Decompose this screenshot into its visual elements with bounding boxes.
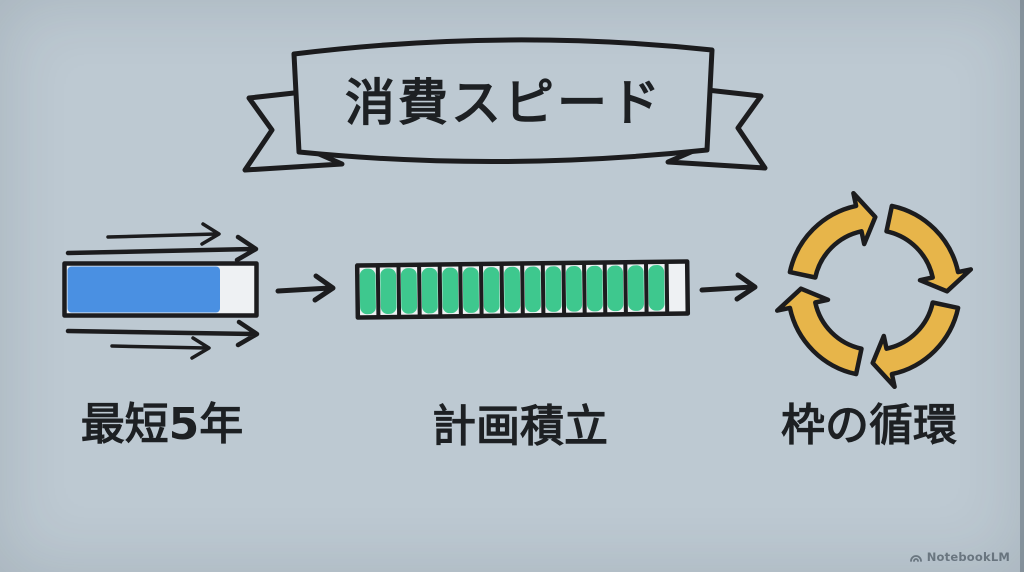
right-arrow-icon — [65, 319, 260, 348]
banner-title: 消費スピード — [345, 74, 663, 132]
step3-label: 枠の循環 — [781, 400, 957, 451]
right-arrow-icon — [110, 336, 211, 360]
flow-arrow-1-icon — [275, 273, 336, 303]
cycle-arrows-icon — [774, 190, 974, 390]
right-arrow-icon — [106, 222, 221, 246]
step2-label: 計画積立 — [432, 401, 608, 452]
cycle-arrow — [774, 286, 864, 377]
progress-bar — [62, 261, 259, 318]
speed-arrows — [65, 222, 260, 360]
cycle-arrow — [787, 190, 878, 280]
step1-label: 最短5年 — [80, 399, 244, 450]
progress-bar-fill — [67, 266, 220, 313]
segmented-bar-cells — [359, 260, 670, 319]
title-banner-ribbon — [242, 37, 768, 173]
right-arrow-icon — [65, 234, 259, 263]
ribbon-panel — [291, 37, 715, 165]
notebooklm-logo-icon — [909, 554, 922, 562]
cycle-arrow — [884, 203, 974, 294]
cycle-arrow — [870, 300, 961, 390]
watermark-label: NotebookLM — [926, 550, 1010, 564]
segmented-bar — [354, 259, 691, 320]
notebooklm-watermark: NotebookLM — [909, 549, 1010, 565]
flow-arrow-2-icon — [699, 272, 758, 302]
